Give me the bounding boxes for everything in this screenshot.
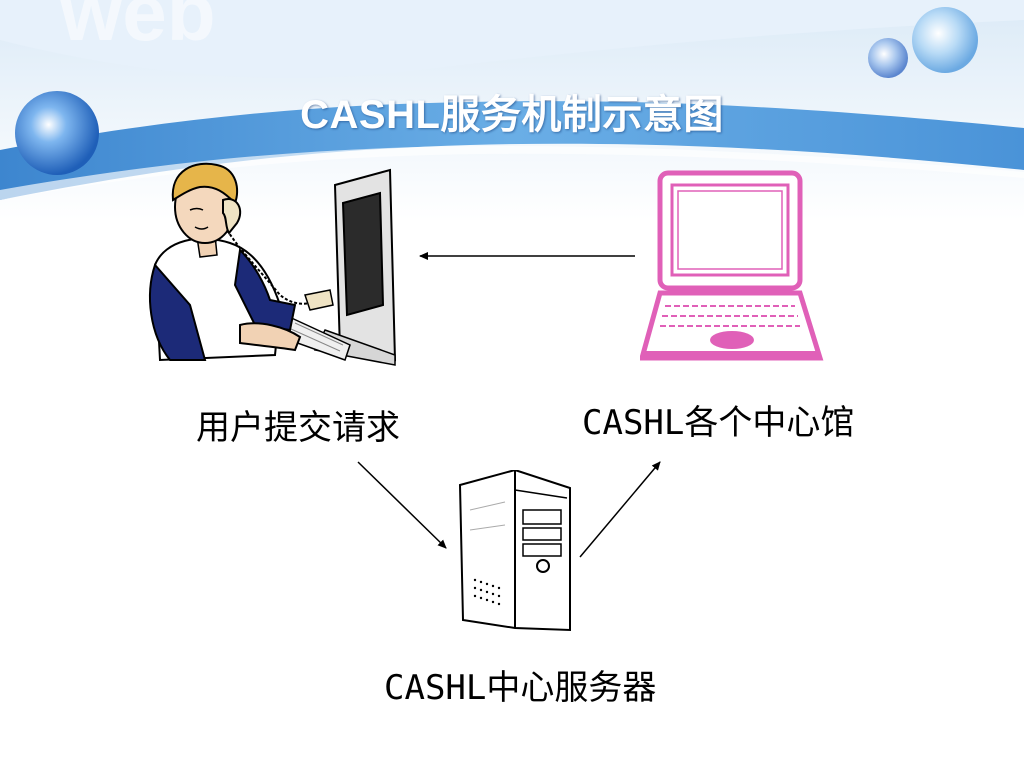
page-title: CASHL服务机制示意图 [300,93,724,137]
arrow-server-to-libraries [579,461,661,558]
central-server-label: CASHL中心服务器 [384,668,657,708]
server-tower-illustration [458,470,571,632]
svg-text:web: web [59,0,216,57]
arrow-user-to-server [357,461,447,549]
user-request-label: 用户提交请求 [196,408,400,448]
laptop-illustration [640,170,824,361]
header-background: web [0,0,1024,220]
libraries-label: CASHL各个中心馆 [582,403,855,443]
user-at-computer-illustration [149,162,397,366]
